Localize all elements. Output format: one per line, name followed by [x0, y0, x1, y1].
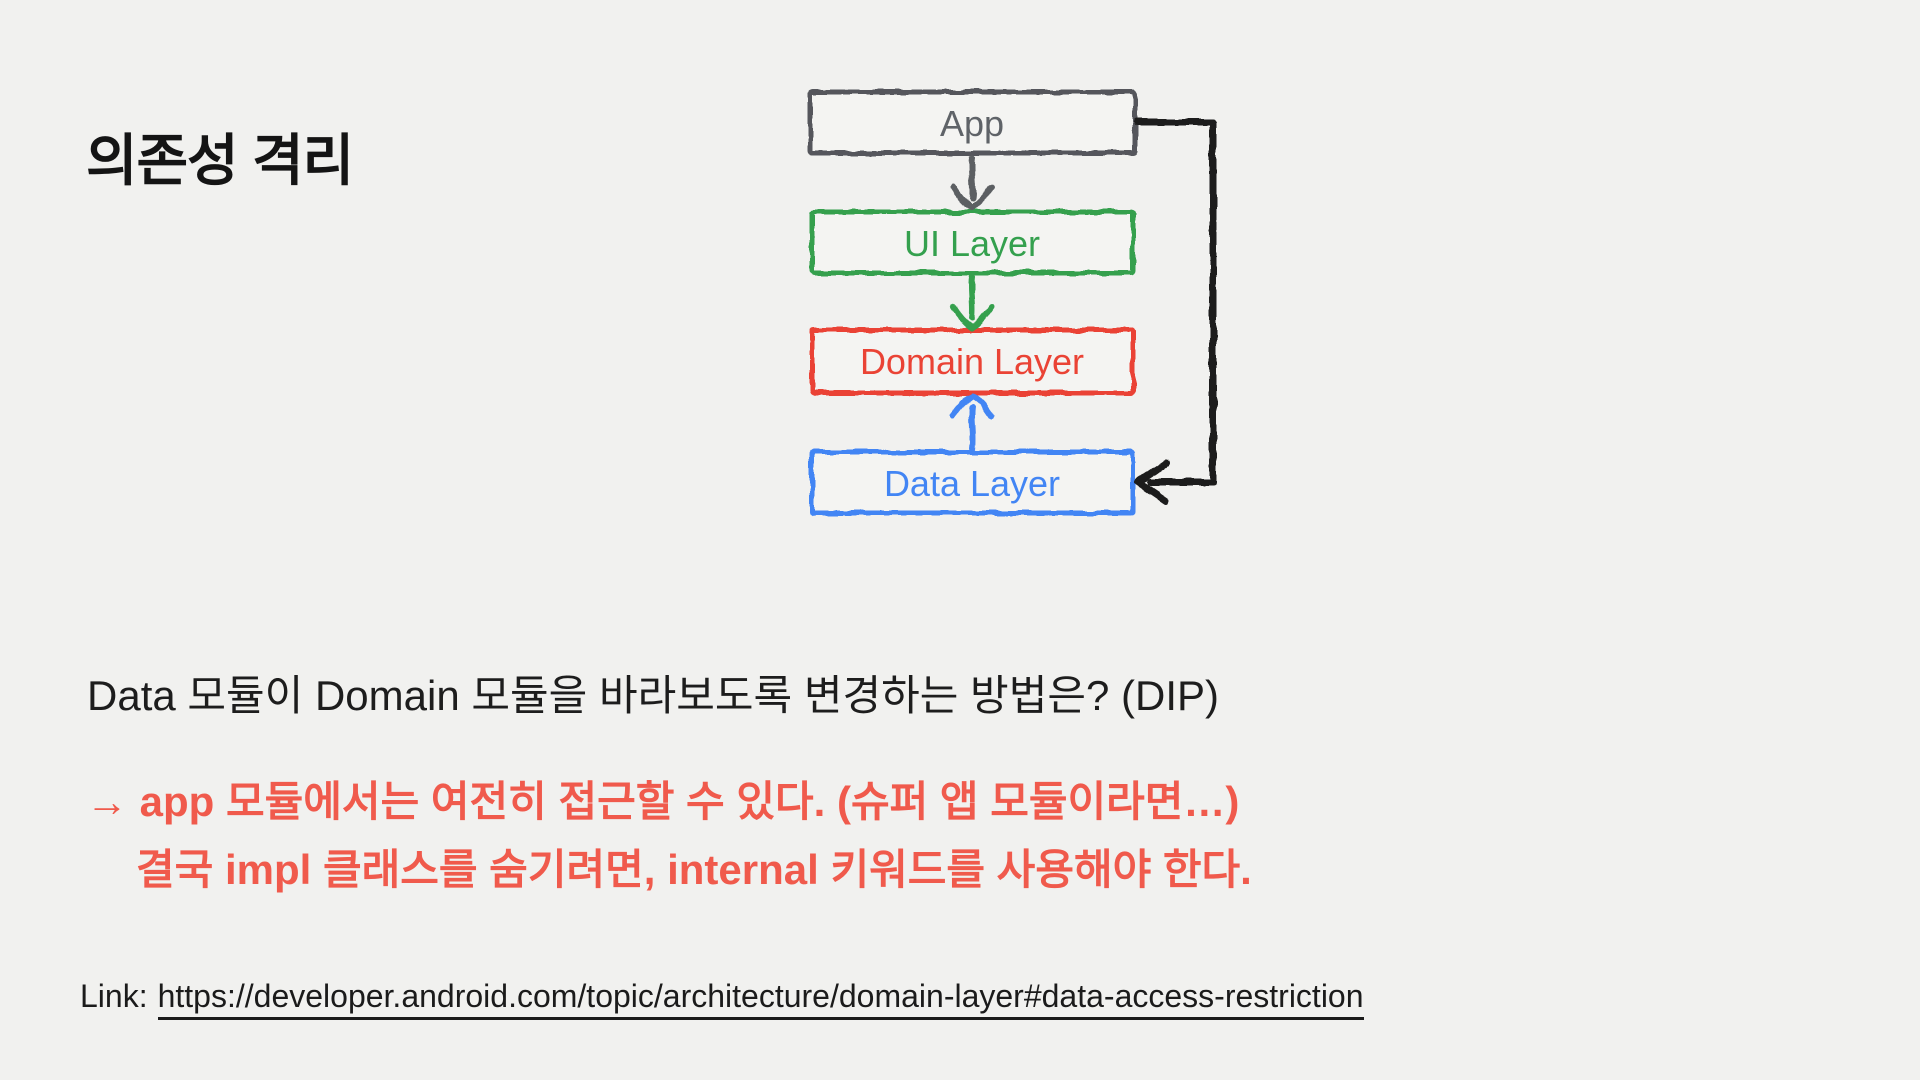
reference-link-row: Link:https://developer.android.com/topic… — [80, 978, 1364, 1020]
data-layer-label: Data Layer — [884, 463, 1060, 504]
page-title: 의존성 격리 — [86, 129, 354, 192]
ui-layer-box — [809, 209, 1136, 276]
reference-link-url[interactable]: https://developer.android.com/topic/arch… — [157, 978, 1364, 1020]
app-to-ui-arrow — [950, 155, 994, 211]
answer-text-line1: → app 모듈에서는 여전히 접근할 수 있다. (슈퍼 앱 모듈이라면…) — [86, 778, 1240, 825]
answer-text-line2: 결국 impl 클래스를 숨기려면, internal 키워드를 사용해야 한다… — [136, 846, 1252, 893]
question-text: Data 모듈이 Domain 모듈을 바라보도록 변경하는 방법은? (DIP… — [87, 672, 1219, 719]
data-layer-box — [809, 449, 1136, 516]
ui-to-domain-arrow — [950, 274, 994, 331]
link-label: Link: — [80, 978, 148, 1014]
app-box-label: App — [940, 103, 1004, 144]
domain-layer-label: Domain Layer — [860, 341, 1084, 382]
data-to-domain-arrow — [950, 393, 994, 451]
app-to-data-arrow — [1133, 118, 1217, 505]
architecture-diagram: App UI Layer Domain Layer Data Layer — [807, 89, 1217, 516]
ui-layer-label: UI Layer — [904, 223, 1040, 264]
